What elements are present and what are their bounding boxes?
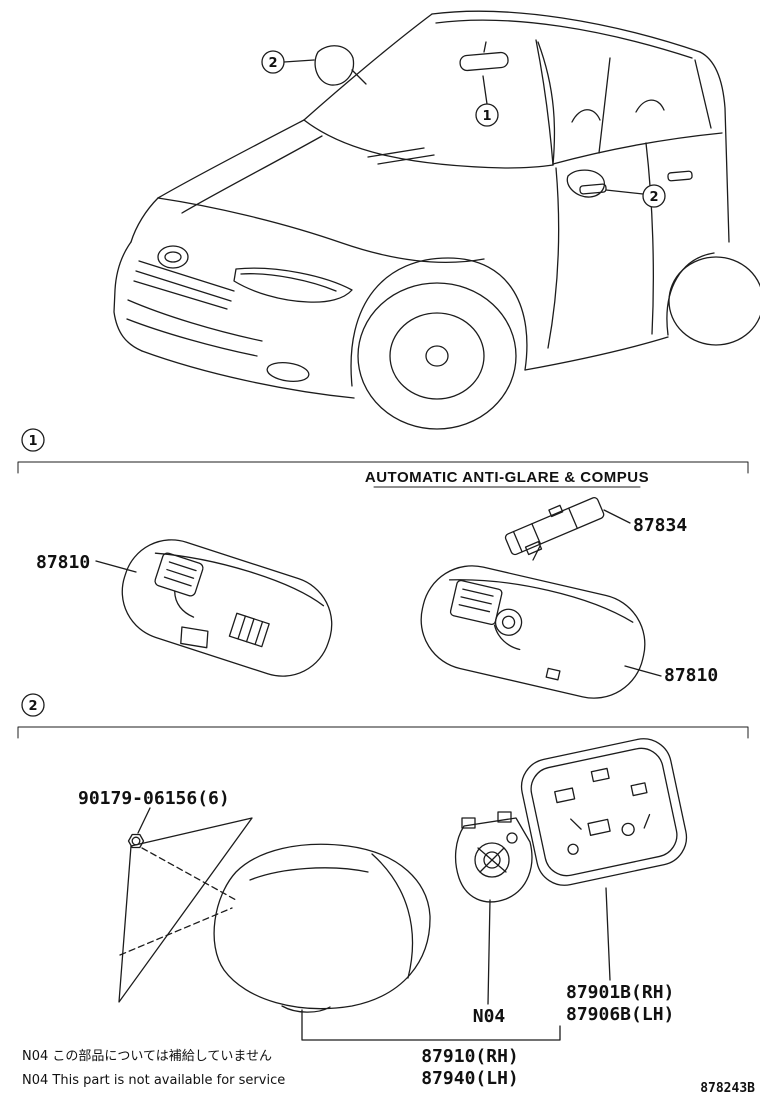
brand-emblem (157, 245, 189, 269)
section1-number: 1 (28, 434, 37, 449)
part-number-90179: 90179-06156(6) (78, 788, 230, 809)
part-number-87810-left: 87810 (36, 552, 90, 573)
mirror-actuator (454, 811, 533, 903)
driver-mirror-shape (314, 45, 367, 86)
mirror-glass (520, 738, 688, 886)
part-flag-n04: N04 (473, 1006, 506, 1027)
part-number-87810-right: 87810 (664, 665, 718, 686)
inner-mirror-87810-right (420, 565, 646, 699)
section1-marker (21, 428, 45, 452)
car-illustration (113, 10, 760, 430)
section1-bracket (17, 461, 749, 474)
front-wheel (350, 257, 528, 430)
inner-mirror-87810-left (121, 539, 333, 677)
sail-panel (118, 817, 253, 1003)
callout-leaders (283, 59, 644, 195)
callout-2-mirror-right (642, 184, 666, 208)
callout-number: 1 (482, 109, 491, 124)
section2-bracket (17, 726, 749, 739)
diagram-code: 878243B (700, 1081, 755, 1096)
passenger-mirror-shape (566, 169, 605, 198)
section1-title: AUTOMATIC ANTI-GLARE & COMPUS (365, 469, 649, 486)
section2-marker (21, 693, 45, 717)
service-note-en: N04 This part is not available for servi… (22, 1073, 285, 1088)
part-number-87940: 87940(LH) (421, 1068, 519, 1089)
callout-number: 2 (268, 56, 277, 71)
callout-number: 2 (649, 190, 658, 205)
part-number-87906b: 87906B(LH) (566, 1004, 674, 1025)
part-number-87834: 87834 (633, 515, 687, 536)
interior-mirror-shape (459, 41, 509, 72)
callout-2-mirror-left (261, 50, 285, 74)
section2-number: 2 (28, 699, 37, 714)
mirror-housing (213, 843, 431, 1013)
callout-1-inner-mirror (475, 103, 499, 127)
part-number-87910: 87910(RH) (421, 1046, 519, 1067)
sensor-cover-87834 (504, 497, 605, 556)
part-number-87901b: 87901B(RH) (566, 982, 674, 1003)
service-note-jp: N04 この部品については補給していません (22, 1049, 272, 1064)
